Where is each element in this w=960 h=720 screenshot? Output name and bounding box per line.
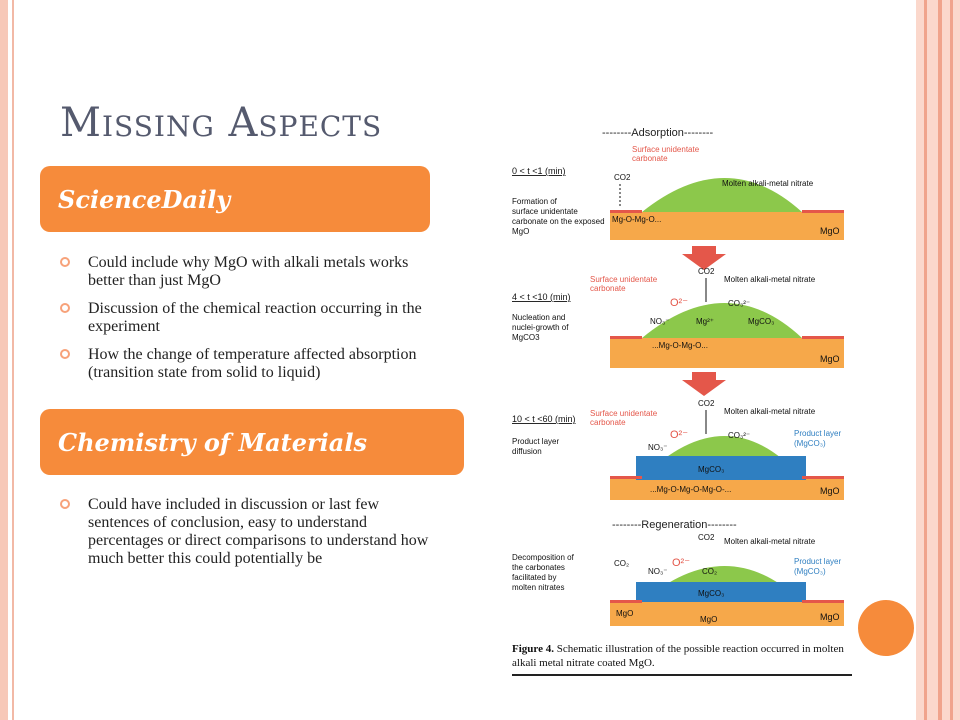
svg-text:...Mg-O-Mg-O-Mg-O-...: ...Mg-O-Mg-O-Mg-O-...: [650, 485, 731, 494]
svg-text:carbonate: carbonate: [590, 418, 626, 427]
svg-text:molten nitrates: molten nitrates: [512, 583, 564, 592]
svg-text:CO2: CO2: [698, 399, 715, 408]
svg-text:nuclei-growth of: nuclei-growth of: [512, 323, 569, 332]
panel-1-melt-label: Molten alkali-metal nitrate: [722, 179, 814, 188]
svg-text:diffusion: diffusion: [512, 447, 542, 456]
panel-3: 10 < t <60 (min) Product layer diffusion…: [512, 399, 844, 500]
panel-1-substrate: [610, 212, 844, 240]
svg-text:MgO: MgO: [616, 609, 633, 618]
svg-text:CO₂: CO₂: [702, 567, 717, 576]
svg-text:facilitated by: facilitated by: [512, 573, 556, 582]
panel-1: 0 < t <1 (min) Formation of surface unid…: [512, 145, 844, 240]
svg-text:Product layer: Product layer: [794, 557, 841, 566]
left-frame-line: [12, 0, 14, 720]
svg-text:MgCO3: MgCO3: [512, 333, 540, 342]
section-heading-sciencedaily: ScienceDaily: [40, 166, 430, 232]
svg-text:MgCO₃: MgCO₃: [698, 589, 724, 598]
svg-text:MgCO₃: MgCO₃: [698, 465, 724, 474]
panel-1-substrate-label: MgO: [820, 226, 840, 236]
bullet-icon: [60, 499, 70, 509]
list-item: Discussion of the chemical reaction occu…: [60, 300, 430, 336]
down-arrow-2: [682, 372, 726, 396]
figure-caption: Figure 4. Schematic illustration of the …: [512, 642, 852, 676]
panel-2: 4 < t <10 (min) Nucleation and nuclei-gr…: [512, 267, 844, 368]
right-frame-bar: [916, 0, 960, 720]
svg-text:Molten alkali-metal nitrate: Molten alkali-metal nitrate: [724, 537, 816, 546]
bullet-icon: [60, 349, 70, 359]
svg-text:Molten alkali-metal nitrate: Molten alkali-metal nitrate: [724, 407, 816, 416]
adsorption-header: --------Adsorption--------: [602, 127, 714, 139]
svg-text:Decomposition of: Decomposition of: [512, 553, 575, 562]
svg-text:NO₃⁻: NO₃⁻: [648, 443, 667, 452]
section-heading-chemistry-of-materials: Chemistry of Materials: [40, 409, 464, 475]
down-arrow-1: [682, 246, 726, 270]
left-frame-bar: [0, 0, 8, 720]
chemistry-bullets: Could have included in discussion or las…: [60, 496, 430, 578]
svg-text:carbonate: carbonate: [632, 154, 668, 163]
svg-text:MgO: MgO: [820, 612, 840, 622]
panel-1-chain: Mg-O-Mg-O...: [612, 215, 661, 224]
svg-text:Molten alkali-metal nitrate: Molten alkali-metal nitrate: [724, 275, 816, 284]
svg-text:Product layer: Product layer: [512, 437, 559, 446]
svg-text:CO2: CO2: [698, 267, 715, 276]
panel-4: Decomposition of the carbonates facilita…: [512, 533, 844, 626]
svg-text:O²⁻: O²⁻: [670, 297, 688, 309]
panel-1-desc-line4: MgO: [512, 227, 529, 236]
svg-text:10 < t <60 (min): 10 < t <60 (min): [512, 414, 576, 424]
svg-text:CO₃²⁻: CO₃²⁻: [728, 299, 750, 308]
panel-1-desc-line3: carbonate on the exposed: [512, 217, 605, 226]
svg-text:(MgCO₃): (MgCO₃): [794, 439, 826, 448]
panel-1-melt: [642, 178, 802, 212]
svg-text:NO₃⁻: NO₃⁻: [648, 567, 667, 576]
svg-text:carbonate: carbonate: [590, 284, 626, 293]
svg-text:MgCO₃: MgCO₃: [748, 317, 774, 326]
svg-text:NO₃⁻: NO₃⁻: [650, 317, 669, 326]
svg-text:MgO: MgO: [700, 615, 717, 624]
svg-text:MgO: MgO: [820, 486, 840, 496]
slide-title: Missing Aspects: [60, 100, 383, 146]
panel-2-time: 4 < t <10 (min): [512, 292, 571, 302]
svg-text:O²⁻: O²⁻: [670, 429, 688, 441]
decorative-circle: [858, 600, 914, 656]
sciencedaily-bullets: Could include why MgO with alkali metals…: [60, 254, 430, 392]
svg-text:Product layer: Product layer: [794, 429, 841, 438]
svg-text:...Mg-O-Mg-O...: ...Mg-O-Mg-O...: [652, 341, 708, 350]
panel-1-surface-label: Surface unidentate: [632, 145, 700, 154]
bullet-icon: [60, 257, 70, 267]
svg-text:Mg²⁺: Mg²⁺: [696, 317, 714, 326]
regeneration-header: --------Regeneration--------: [612, 519, 737, 531]
svg-text:CO2: CO2: [698, 533, 715, 542]
reaction-schematic-figure: --------Adsorption-------- 0 < t <1 (min…: [502, 118, 850, 688]
bullet-icon: [60, 303, 70, 313]
svg-text:Nucleation and: Nucleation and: [512, 313, 565, 322]
svg-text:Surface unidentate: Surface unidentate: [590, 275, 658, 284]
panel-1-desc-line2: surface unidentate: [512, 207, 578, 216]
list-item: How the change of temperature affected a…: [60, 346, 430, 382]
list-item: Could have included in discussion or las…: [60, 496, 430, 568]
panel-1-co2: CO2: [614, 173, 631, 182]
svg-text:(MgCO₃): (MgCO₃): [794, 567, 826, 576]
svg-text:CO₃²⁻: CO₃²⁻: [728, 431, 750, 440]
list-item: Could include why MgO with alkali metals…: [60, 254, 430, 290]
svg-text:O²⁻: O²⁻: [672, 557, 690, 569]
svg-text:Surface unidentate: Surface unidentate: [590, 409, 658, 418]
panel-1-desc-line1: Formation of: [512, 197, 558, 206]
svg-text:CO₂: CO₂: [614, 559, 629, 568]
svg-text:MgO: MgO: [820, 354, 840, 364]
svg-text:the carbonates: the carbonates: [512, 563, 565, 572]
panel-1-time: 0 < t <1 (min): [512, 166, 566, 176]
